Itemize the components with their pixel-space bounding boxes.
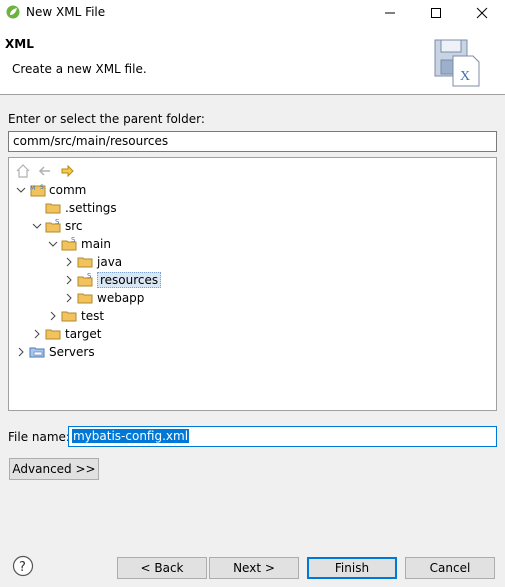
tree-node-target[interactable]: target	[29, 325, 102, 343]
tree-node-label: java	[97, 255, 123, 269]
folder-icon	[61, 311, 77, 322]
chevron-right-icon[interactable]	[61, 290, 77, 306]
back-button[interactable]: < Back	[117, 557, 207, 579]
svg-text:S: S	[71, 236, 76, 244]
tree-node-label: test	[81, 309, 105, 323]
tree-node-label: resources	[97, 272, 162, 288]
chevron-right-icon[interactable]	[45, 308, 61, 324]
folder-tree[interactable]: M S comm .settings S src S main ja	[8, 157, 497, 411]
chevron-down-icon[interactable]	[45, 236, 61, 252]
folder-icon	[77, 257, 93, 268]
svg-text:S: S	[40, 184, 44, 191]
folder-icon	[45, 203, 61, 214]
chevron-down-icon[interactable]	[13, 182, 29, 198]
tree-node-resources[interactable]: S resources	[61, 271, 162, 289]
file-name-input[interactable]: mybatis-config.xml	[68, 426, 497, 447]
back-arrow-icon[interactable]	[37, 163, 53, 179]
tree-node-test[interactable]: test	[45, 307, 104, 325]
home-icon[interactable]	[15, 163, 31, 179]
source-folder-icon: S	[77, 272, 93, 287]
maximize-icon	[431, 8, 441, 18]
svg-text:S: S	[55, 218, 60, 226]
file-name-value: mybatis-config.xml	[72, 429, 190, 443]
banner-heading: XML	[5, 37, 34, 51]
tree-node-label: src	[65, 219, 83, 233]
maven-project-icon: M S	[30, 184, 46, 197]
tree-node-label: Servers	[49, 345, 95, 359]
tree-node-label: comm	[49, 183, 87, 197]
chevron-right-icon[interactable]	[13, 344, 29, 360]
tree-node-main[interactable]: S main	[45, 235, 111, 253]
advanced-button[interactable]: Advanced >>	[9, 458, 99, 480]
tree-node-webapp[interactable]: webapp	[61, 289, 144, 307]
chevron-right-icon[interactable]	[61, 272, 77, 288]
file-name-label: File name:	[8, 430, 70, 444]
minimize-button[interactable]	[367, 0, 413, 26]
spring-leaf-icon	[6, 5, 20, 19]
svg-text:?: ?	[19, 560, 26, 575]
help-icon[interactable]: ?	[12, 555, 34, 577]
tree-node-comm[interactable]: M S comm	[13, 181, 86, 199]
svg-text:X: X	[460, 69, 470, 84]
minimize-icon	[385, 12, 395, 14]
tree-node-java[interactable]: java	[61, 253, 122, 271]
title-bar: New XML File	[0, 0, 505, 26]
forward-arrow-icon[interactable]	[59, 163, 75, 179]
tree-node-label: webapp	[97, 291, 145, 305]
svg-text:M: M	[30, 185, 35, 192]
source-folder-icon: S	[61, 236, 77, 251]
xml-file-banner-icon: X	[434, 39, 480, 87]
finish-button[interactable]: Finish	[307, 557, 397, 579]
banner-description: Create a new XML file.	[12, 62, 147, 76]
server-folder-icon	[29, 347, 45, 358]
folder-icon	[45, 329, 61, 340]
svg-text:S: S	[87, 272, 92, 280]
tree-node-settings[interactable]: .settings	[45, 199, 117, 217]
maximize-button[interactable]	[413, 0, 459, 26]
chevron-right-icon[interactable]	[61, 254, 77, 270]
source-folder-icon: S	[45, 218, 61, 233]
next-button[interactable]: Next >	[209, 557, 299, 579]
parent-folder-input[interactable]: comm/src/main/resources	[8, 131, 497, 152]
chevron-down-icon[interactable]	[29, 218, 45, 234]
wizard-banner: XML Create a new XML file. X	[0, 26, 505, 95]
folder-icon	[77, 293, 93, 304]
tree-node-label: target	[65, 327, 102, 341]
tree-node-label: main	[81, 237, 111, 251]
window-title: New XML File	[26, 5, 106, 19]
tree-node-src[interactable]: S src	[29, 217, 83, 235]
chevron-right-icon[interactable]	[29, 326, 45, 342]
parent-folder-label: Enter or select the parent folder:	[8, 112, 205, 126]
tree-node-servers[interactable]: Servers	[13, 343, 95, 361]
cancel-button[interactable]: Cancel	[405, 557, 495, 579]
close-icon	[476, 7, 488, 19]
close-button[interactable]	[459, 0, 505, 26]
tree-node-label: .settings	[65, 201, 117, 215]
